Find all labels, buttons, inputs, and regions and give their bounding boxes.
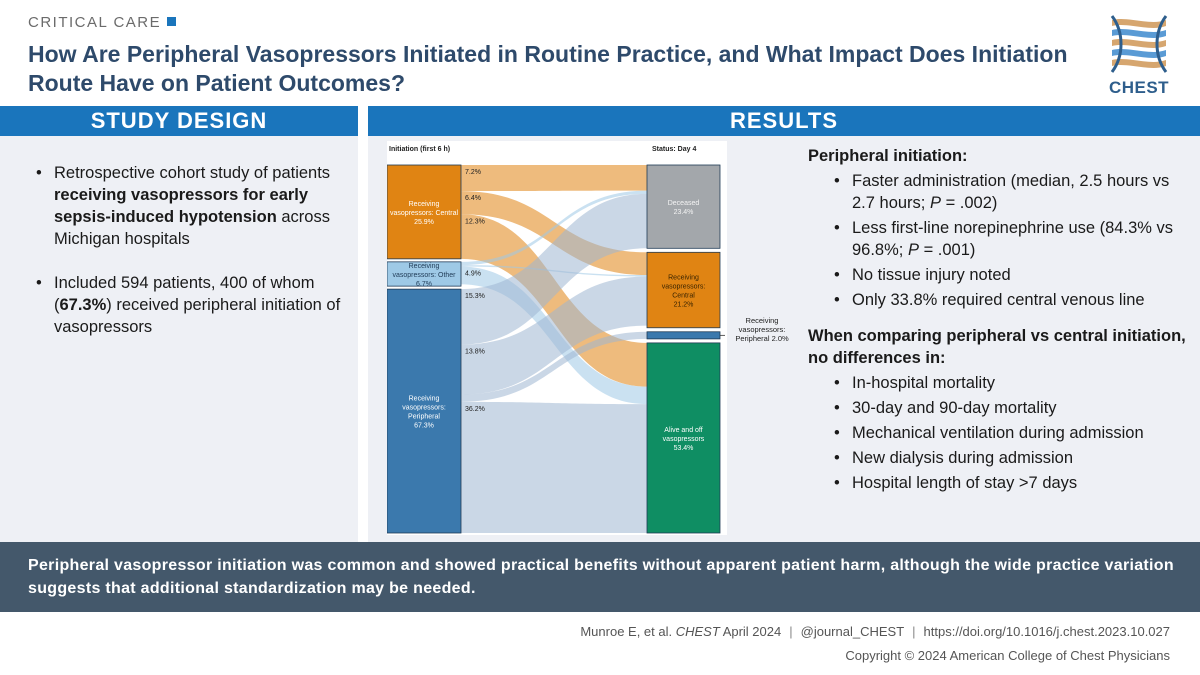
sankey-target-node bbox=[646, 331, 721, 340]
sankey-flow bbox=[461, 331, 647, 402]
list-item: Hospital length of stay >7 days bbox=[830, 472, 1188, 494]
sankey-flow-label: 6.4% bbox=[465, 195, 481, 202]
list-item: Faster administration (median, 2.5 hours… bbox=[830, 170, 1188, 214]
sankey-source-label: Receiving bbox=[409, 396, 440, 403]
sankey-target-label: Alive and off bbox=[664, 427, 702, 434]
page-title: How Are Peripheral Vasopressors Initiate… bbox=[28, 41, 1068, 96]
sankey-flow bbox=[461, 193, 647, 345]
footer: Munroe E, et al. CHEST April 2024|@journ… bbox=[0, 612, 1200, 675]
sankey-source-label: 25.9% bbox=[414, 219, 434, 226]
sankey-source-label: vasopressors: Central bbox=[390, 210, 459, 217]
sankey-target-label: vasopressors bbox=[663, 436, 705, 443]
section-kicker: CRITICAL CARE bbox=[28, 14, 177, 31]
sankey-flow-label: 7.2% bbox=[465, 169, 481, 176]
sankey-flow-label: 15.3% bbox=[465, 293, 485, 300]
sankey-source-label: Receiving bbox=[409, 263, 440, 270]
sankey-target-node bbox=[646, 342, 721, 534]
sankey-target-node bbox=[646, 164, 721, 249]
list-item: Less first-line norepinephrine use (84.3… bbox=[830, 217, 1188, 261]
sankey-source-label: vasopressors: bbox=[402, 405, 446, 412]
study-design-panel: Retrospective cohort study of patients r… bbox=[0, 136, 358, 542]
comparison-list: In-hospital mortality 30-day and 90-day … bbox=[830, 372, 1188, 494]
doi-link[interactable]: https://doi.org/10.1016/j.chest.2023.10.… bbox=[923, 624, 1170, 639]
list-item: 30-day and 90-day mortality bbox=[830, 397, 1188, 419]
sankey-source-node bbox=[386, 261, 462, 287]
list-item: Mechanical ventilation during admission bbox=[830, 422, 1188, 444]
sankey-target-node bbox=[646, 251, 721, 329]
list-item: New dialysis during admission bbox=[830, 447, 1188, 469]
conclusion-text: Peripheral vasopressor initiation was co… bbox=[28, 557, 1174, 597]
sankey-target-label: 21.2% bbox=[674, 302, 694, 309]
peripheral-title: Peripheral initiation: bbox=[808, 147, 968, 165]
results-heading: RESULTS bbox=[368, 106, 1200, 136]
sankey-flow-label: 13.8% bbox=[465, 349, 485, 356]
citation: Munroe E, et al. CHEST April 2024|@journ… bbox=[580, 624, 1170, 639]
chest-logo-icon bbox=[1110, 14, 1168, 74]
list-item: Retrospective cohort study of patients r… bbox=[30, 162, 348, 250]
sankey-source-label: vasopressors: Other bbox=[392, 272, 456, 279]
sankey-source-label: Peripheral bbox=[408, 414, 440, 421]
sankey-flow-label: 4.9% bbox=[465, 271, 481, 278]
sankey-source-node bbox=[386, 164, 462, 260]
logo-text: CHEST bbox=[1108, 78, 1170, 97]
list-item: Included 594 patients, 400 of whom (67.3… bbox=[30, 272, 348, 338]
sankey-target-label: 23.4% bbox=[674, 209, 694, 216]
sankey-left-title: Initiation (first 6 h) bbox=[389, 146, 450, 153]
sankey-svg: Receiving vasopressors: Central 25.9% Recei… bbox=[386, 146, 725, 534]
list-item: No tissue injury noted bbox=[830, 264, 1188, 286]
sankey-target-label: Central bbox=[672, 293, 695, 300]
twitter-handle-link[interactable]: @journal_CHEST bbox=[800, 624, 905, 639]
peripheral-callout-line-text: Receiving bbox=[745, 316, 779, 325]
sankey-right-title: Status: Day 4 bbox=[652, 146, 696, 153]
sankey-flow bbox=[461, 401, 647, 533]
sankey-flow bbox=[461, 190, 647, 266]
list-item: In-hospital mortality bbox=[830, 372, 1188, 394]
copyright: Copyright © 2024 American College of Che… bbox=[845, 648, 1170, 663]
sankey-target-label: 53.4% bbox=[674, 445, 694, 452]
peripheral-list: Faster administration (median, 2.5 hours… bbox=[830, 170, 1188, 311]
square-icon bbox=[167, 17, 177, 26]
list-item: Only 33.8% required central venous line bbox=[830, 289, 1188, 311]
sankey-source-label: Receiving bbox=[409, 201, 440, 208]
sankey-target-label: vasopressors: bbox=[662, 284, 706, 291]
conclusion-bar: Peripheral vasopressor initiation was co… bbox=[0, 542, 1200, 612]
sankey-flow bbox=[461, 165, 647, 192]
peripheral-callout-line-text: Peripheral 2.0% bbox=[735, 334, 789, 343]
chest-logo: CHEST bbox=[1104, 12, 1174, 98]
sankey-source-label: 6.7% bbox=[416, 281, 432, 288]
comparison-title: When comparing peripheral vs central ini… bbox=[808, 327, 1186, 367]
sankey-flow-label: 36.2% bbox=[465, 406, 485, 413]
sankey-target-label: Receiving bbox=[668, 275, 699, 282]
peripheral-callout-line-text: vasopressors: bbox=[738, 325, 786, 334]
sankey-flow bbox=[461, 276, 647, 395]
sankey-target-label: Deceased bbox=[668, 200, 700, 207]
study-design-heading: STUDY DESIGN bbox=[0, 106, 358, 136]
results-text: Peripheral initiation: Faster administra… bbox=[808, 145, 1188, 497]
sankey-diagram: Receiving vasopressors: Central 25.9% Recei… bbox=[386, 141, 727, 535]
sankey-source-node bbox=[386, 288, 462, 534]
sankey-flow-label: 12.3% bbox=[465, 218, 485, 225]
header: CRITICAL CARE How Are Peripheral Vasopre… bbox=[0, 0, 1200, 106]
sankey-source-label: 67.3% bbox=[414, 423, 434, 430]
study-design-list: Retrospective cohort study of patients r… bbox=[30, 162, 348, 360]
